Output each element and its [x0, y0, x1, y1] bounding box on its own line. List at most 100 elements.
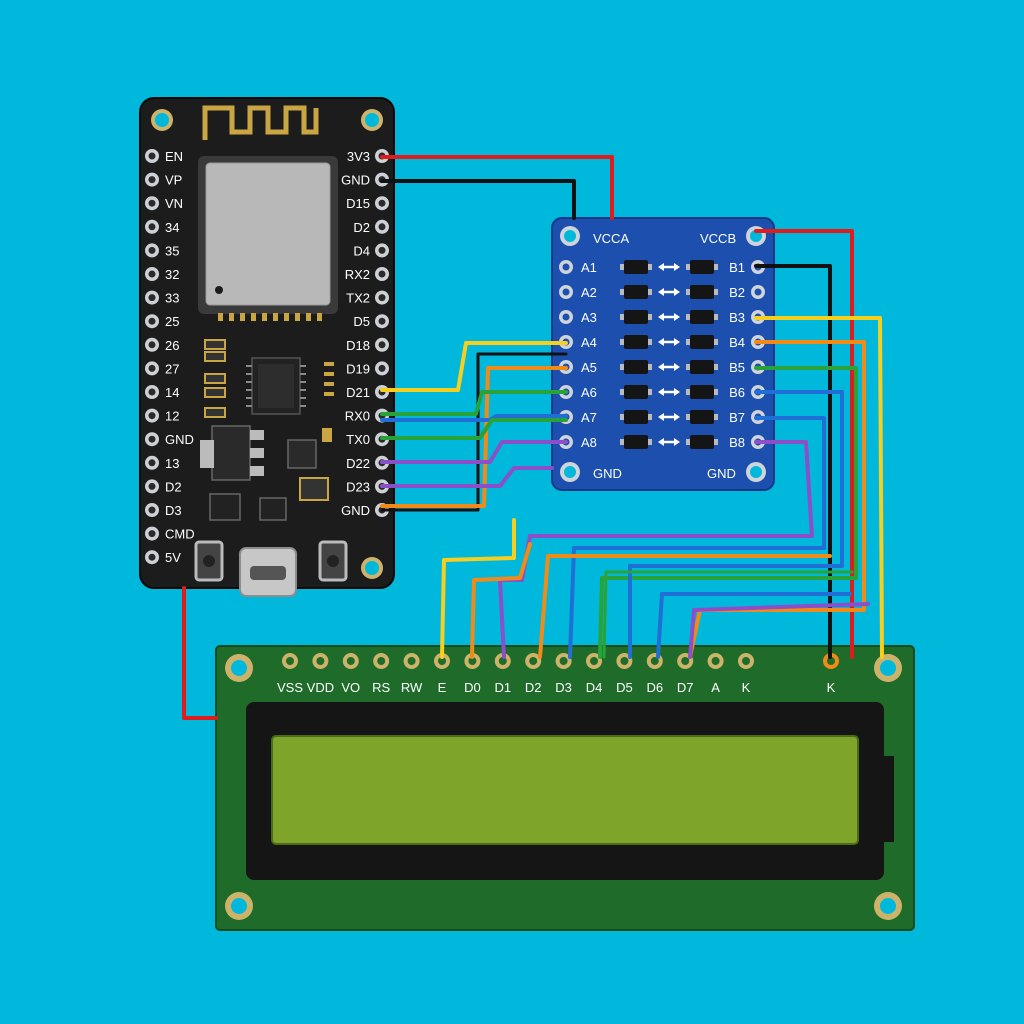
wire-esp-d2[interactable]	[538, 554, 832, 659]
esp32-right-pin-label: D22	[346, 456, 370, 471]
lcd-pin-label: D4	[586, 680, 603, 695]
voltage-regulator	[211, 425, 251, 481]
wire-b3-e[interactable]	[754, 316, 884, 659]
wire-5v-lcd[interactable]	[182, 586, 218, 720]
mosfet-chip	[624, 335, 648, 349]
lcd-pin-label: D3	[555, 680, 572, 695]
esp32-right-pin-label: D15	[346, 196, 370, 211]
wire-b5-d1[interactable]	[598, 366, 858, 659]
esp32-left-pin-label: VP	[165, 173, 182, 188]
mosfet-chip	[690, 310, 714, 324]
shifter-a-label: A1	[581, 260, 597, 275]
wire-gnd-a5[interactable]	[380, 366, 568, 508]
wire-esp-d7[interactable]	[688, 602, 870, 659]
shifter-b-label: B2	[729, 285, 745, 300]
shifter-a-label: A6	[581, 385, 597, 400]
bidirectional-arrow-icon	[658, 313, 680, 321]
wire-esp-e[interactable]	[440, 518, 516, 659]
lcd-pin-label: VDD	[307, 680, 334, 695]
wire-3v3-vcca[interactable]	[380, 155, 614, 220]
lcd-pin-label: RW	[401, 680, 423, 695]
esp32-right-pin-label: D18	[346, 338, 370, 353]
mosfet-chip	[624, 260, 648, 274]
esp32-right-pin-label: D23	[346, 479, 370, 494]
esp32-right-pin-label: GND	[341, 173, 370, 188]
esp32-right-pin-label: D4	[353, 243, 370, 258]
shifter-b-label: B1	[729, 260, 745, 275]
vcca-label: VCCA	[593, 231, 629, 246]
esp32-left-pin-label: 34	[165, 220, 179, 235]
wire-b4-d0[interactable]	[688, 340, 866, 659]
wire-b7-d3[interactable]	[568, 416, 826, 659]
wire-d21-a4[interactable]	[380, 341, 568, 392]
lcd-pin-label: D6	[646, 680, 663, 695]
esp32-left-pin-label: 26	[165, 338, 179, 353]
wire-d23-a8[interactable]	[380, 466, 554, 488]
esp32-left-pin-label: 27	[165, 361, 179, 376]
shifter-a-label: A4	[581, 335, 597, 350]
esp32-right-pin-label: D19	[346, 361, 370, 376]
lcd-k-extra-label: K	[827, 680, 836, 695]
wires	[182, 155, 884, 720]
lcd-pin-label: D0	[464, 680, 481, 695]
wire-b1-k-black[interactable]	[754, 264, 832, 659]
shifter-a-label: A5	[581, 360, 597, 375]
esp32-left-pin-label: CMD	[165, 527, 195, 542]
esp32-left-pin-label: 12	[165, 409, 179, 424]
esp32-left-pin-label: VN	[165, 196, 183, 211]
wire-b6-d2[interactable]	[628, 390, 844, 659]
shifter-b-label: B6	[729, 385, 745, 400]
wire-d22-a8[interactable]	[380, 440, 568, 464]
bidirectional-arrow-icon	[658, 363, 680, 371]
esp32-left-pin-label: 14	[165, 385, 179, 400]
mosfet-chip	[624, 360, 648, 374]
esp32-right-pin-label: 3V3	[347, 149, 370, 164]
esp32-right-pin-label: TX2	[346, 291, 370, 306]
lcd-pin-label: VO	[341, 680, 360, 695]
esp32-left-pin-label: D3	[165, 503, 182, 518]
esp32-left-pin-label: EN	[165, 149, 183, 164]
mosfet-chip	[690, 335, 714, 349]
esp32-right-pin-label: GND	[341, 503, 370, 518]
mosfet-chip	[624, 385, 648, 399]
wire-vccb-red[interactable]	[754, 229, 854, 659]
lcd-pin-label: A	[711, 680, 720, 695]
esp32-left-pin-label: 5V	[165, 550, 181, 565]
gnd-left-label: GND	[593, 466, 622, 481]
esp32-right-pin-label: TX0	[346, 432, 370, 447]
esp32-left-pin-label: 35	[165, 243, 179, 258]
mosfet-chip	[624, 285, 648, 299]
wire-tx0-a7[interactable]	[380, 418, 568, 440]
mosfet-chip	[624, 435, 648, 449]
esp32-left-pin-label: 32	[165, 267, 179, 282]
wire-gnd-shifter[interactable]	[380, 179, 576, 220]
lcd-pin-label: K	[742, 680, 751, 695]
esp32-left-pin-label: 13	[165, 456, 179, 471]
wire-gnd-a4[interactable]	[380, 352, 568, 512]
esp32-right-pin-label: D21	[346, 385, 370, 400]
shifter-b-label: B4	[729, 335, 745, 350]
mosfet-chip	[690, 260, 714, 274]
shifter-b-label: B3	[729, 310, 745, 325]
esp32-right-pin-label: RX0	[345, 409, 370, 424]
wire-esp-d4[interactable]	[602, 570, 854, 659]
vccb-label: VCCB	[700, 231, 736, 246]
bidirectional-arrow-icon	[658, 438, 680, 446]
bidirectional-arrow-icon	[658, 288, 680, 296]
bidirectional-arrow-icon	[658, 413, 680, 421]
esp32-right-pin-label: D2	[353, 220, 370, 235]
shifter-b-label: B7	[729, 410, 745, 425]
wire-esp-d0[interactable]	[470, 542, 532, 659]
mosfet-chip	[690, 385, 714, 399]
lcd-pin-label: D7	[677, 680, 694, 695]
wire-rx0-a6[interactable]	[380, 390, 568, 416]
shifter-b-label: B8	[729, 435, 745, 450]
lcd-pin-label: E	[438, 680, 447, 695]
esp32-left-pin-label: 33	[165, 291, 179, 306]
shifter-a-label: A7	[581, 410, 597, 425]
antenna-trace	[202, 105, 319, 140]
esp32-left-pin-label: 25	[165, 314, 179, 329]
wire-esp-d6[interactable]	[656, 592, 852, 659]
bidirectional-arrow-icon	[658, 263, 680, 271]
